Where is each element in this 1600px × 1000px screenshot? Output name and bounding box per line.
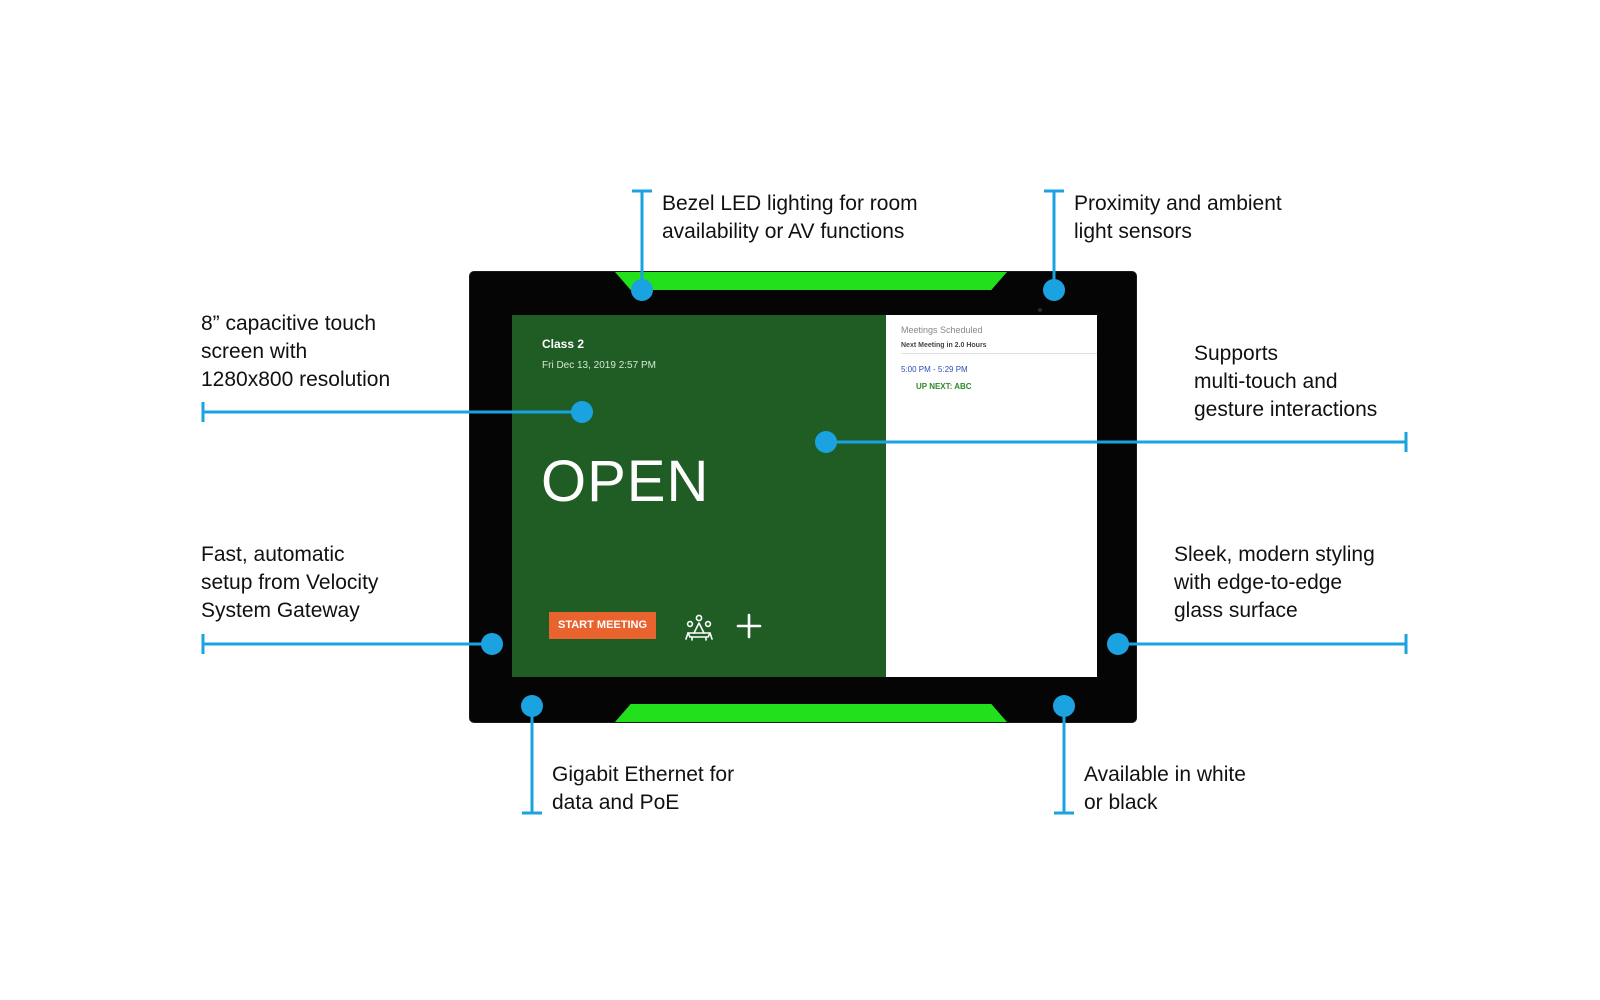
meeting-room-icon[interactable]: [682, 612, 716, 642]
next-meeting-info: Next Meeting in 2.0 Hours: [901, 342, 987, 349]
room-name: Class 2: [542, 337, 585, 351]
schedule-panel: Meetings Scheduled Next Meeting in 2.0 H…: [886, 315, 1097, 677]
callout-label-ethernet: Gigabit Ethernet for data and PoE: [552, 763, 735, 814]
plus-icon[interactable]: [736, 613, 762, 639]
bezel-led-bottom: [615, 704, 1007, 722]
callout-label-multitouch: Supports multi-touch and gesture interac…: [1194, 342, 1378, 421]
meeting-time-range[interactable]: 5:00 PM - 5:29 PM: [901, 365, 968, 374]
room-status-panel: Class 2 Fri Dec 13, 2019 2:57 PM OPEN ST…: [512, 315, 886, 677]
meeting-up-next: UP NEXT: ABC: [916, 382, 972, 391]
callout-label-touchscreen: 8” capacitive touch screen with 1280x800…: [201, 312, 391, 391]
callout-label-setup: Fast, automatic setup from Velocity Syst…: [201, 543, 379, 622]
room-datetime: Fri Dec 13, 2019 2:57 PM: [542, 360, 656, 371]
schedule-divider: [901, 353, 1097, 354]
device-screen: Class 2 Fri Dec 13, 2019 2:57 PM OPEN ST…: [512, 315, 1097, 677]
callout-label-styling: Sleek, modern styling with edge-to-edge …: [1174, 543, 1375, 622]
bezel-led-top: [615, 272, 1007, 290]
touch-panel-device: Class 2 Fri Dec 13, 2019 2:57 PM OPEN ST…: [470, 272, 1136, 722]
start-meeting-button[interactable]: START MEETING: [549, 612, 657, 639]
callout-label-availability: Available in white or black: [1084, 763, 1246, 814]
proximity-sensor: [1038, 308, 1042, 312]
callout-label-sensors: Proximity and ambient light sensors: [1074, 192, 1282, 243]
room-status: OPEN: [541, 449, 710, 514]
schedule-heading: Meetings Scheduled: [901, 325, 983, 335]
callout-label-led: Bezel LED lighting for room availability…: [662, 192, 918, 243]
